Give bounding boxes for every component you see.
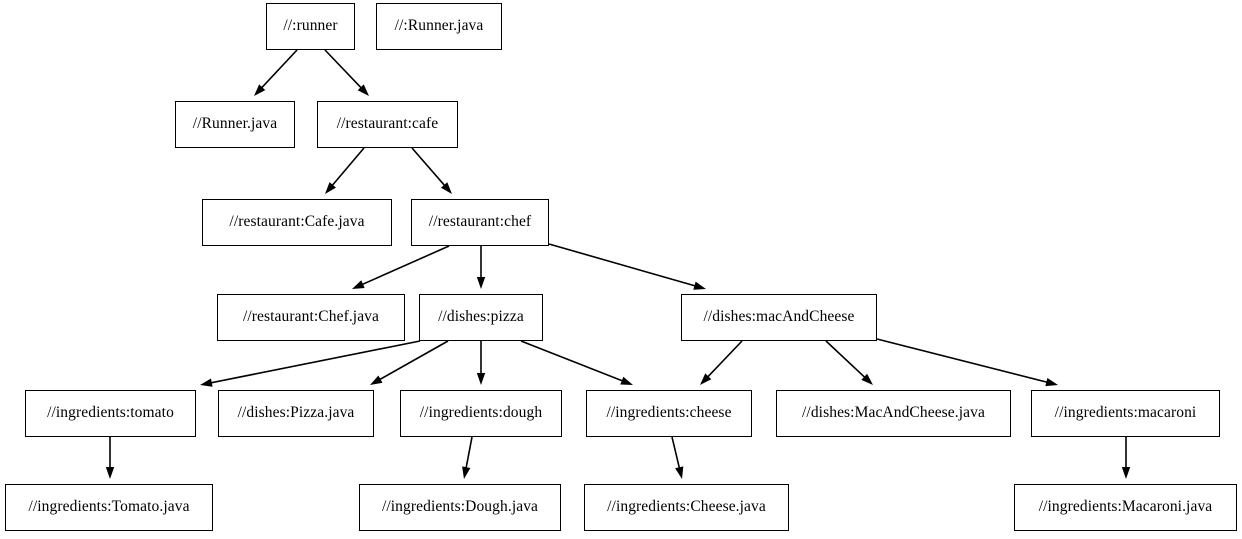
edge-arrowhead-dishes_pizza-to-ingredients_tomato [200, 378, 213, 387]
graph-node-label-restaurant_chefjava: //restaurant:Chef.java [242, 308, 380, 326]
edge-arrowhead-ingredients_macaroni-to-ingredients_macaronijava [1121, 467, 1131, 479]
edge-arrowhead-ingredients_tomato-to-ingredients_tomatojava [105, 467, 115, 479]
graph-node-ingredients_dough[interactable]: //ingredients:dough [400, 390, 562, 437]
edge-line-restaurant_cafe-to-restaurant_chef [411, 147, 447, 187]
graph-node-ingredients_cheese[interactable]: //ingredients:cheese [586, 390, 752, 437]
graph-node-label-ingredients_doughjava: //ingredients:Dough.java [381, 498, 539, 516]
edge-arrowhead-dishes_pizza-to-ingredients_cheese [620, 376, 633, 385]
graph-node-label-ingredients_cheese: //ingredients:cheese [606, 404, 732, 422]
edge-arrowhead-runner-to-runner_java [254, 84, 266, 96]
graph-node-label-runner_java: //Runner.java [192, 115, 278, 133]
graph-node-label-dishes_macjava: //dishes:MacAndCheese.java [802, 404, 985, 422]
graph-node-dishes_pizza[interactable]: //dishes:pizza [419, 294, 543, 341]
graph-node-ingredients_tomato[interactable]: //ingredients:tomato [25, 390, 196, 437]
edge-line-restaurant_chef-to-restaurant_chefjava [360, 245, 450, 286]
edge-line-dishes_macandcheese-to-ingredients_cheese [706, 340, 743, 379]
graph-node-label-ingredients_macaronijava: //ingredients:Macaroni.java [1038, 498, 1213, 516]
graph-node-runner_java[interactable]: //Runner.java [175, 101, 295, 148]
graph-node-runner[interactable]: //:runner [266, 3, 355, 50]
graph-node-label-ingredients_tomatojava: //ingredients:Tomato.java [28, 498, 190, 516]
edge-line-restaurant_chef-to-dishes_macandcheese [548, 243, 697, 288]
graph-node-label-restaurant_cafe: //restaurant:cafe [336, 115, 439, 133]
edge-line-restaurant_cafe-to-restaurant_cafejava [330, 147, 365, 187]
graph-node-ingredients_cheesejava[interactable]: //ingredients:Cheese.java [584, 484, 789, 531]
edge-arrowhead-ingredients_dough-to-ingredients_doughjava [462, 466, 471, 479]
edge-line-dishes_pizza-to-ingredients_tomato [209, 340, 421, 384]
graph-node-label-ingredients_cheesejava: //ingredients:Cheese.java [607, 498, 766, 516]
graph-node-ingredients_macaroni[interactable]: //ingredients:macaroni [1031, 390, 1220, 437]
edge-line-runner-to-runner_java [260, 49, 298, 90]
graph-node-restaurant_chefjava[interactable]: //restaurant:Chef.java [217, 294, 405, 341]
edge-arrowhead-dishes_pizza-to-ingredients_dough [476, 373, 486, 385]
graph-node-ingredients_macaronijava[interactable]: //ingredients:Macaroni.java [1014, 484, 1237, 531]
graph-node-label-ingredients_macaroni: //ingredients:macaroni [1054, 404, 1197, 422]
graph-node-restaurant_cafe[interactable]: //restaurant:cafe [317, 101, 458, 148]
edge-arrowhead-restaurant_cafe-to-restaurant_chef [440, 182, 452, 194]
edge-arrowhead-dishes_pizza-to-dishes_pizzajava [370, 375, 383, 385]
edge-line-runner-to-restaurant_cafe [324, 49, 363, 90]
edge-line-dishes_pizza-to-ingredients_cheese [520, 340, 624, 383]
graph-node-dishes_macjava[interactable]: //dishes:MacAndCheese.java [776, 390, 1011, 437]
edge-line-ingredients_dough-to-ingredients_doughjava [465, 436, 473, 470]
edge-arrowhead-dishes_macandcheese-to-ingredients_cheese [700, 373, 712, 385]
edge-arrowhead-restaurant_chef-to-restaurant_chefjava [352, 280, 365, 289]
edge-line-ingredients_cheese-to-ingredients_cheesejava [671, 436, 681, 470]
graph-node-restaurant_cafejava[interactable]: //restaurant:Cafe.java [202, 199, 392, 246]
graph-node-label-ingredients_tomato: //ingredients:tomato [47, 404, 174, 422]
graph-node-runner_java_root[interactable]: //:Runner.java [376, 3, 502, 50]
graph-node-restaurant_chef[interactable]: //restaurant:chef [411, 199, 549, 246]
graph-node-label-restaurant_cafejava: //restaurant:Cafe.java [229, 213, 365, 231]
edge-arrowhead-dishes_macandcheese-to-dishes_macjava [861, 373, 873, 385]
edge-arrowhead-restaurant_chef-to-dishes_pizza [476, 277, 486, 289]
graph-node-ingredients_doughjava[interactable]: //ingredients:Dough.java [359, 484, 561, 531]
graph-node-label-runner: //:runner [283, 17, 338, 35]
edge-arrowhead-ingredients_cheese-to-ingredients_cheesejava [675, 466, 684, 479]
edge-line-dishes_pizza-to-dishes_pizzajava [378, 340, 449, 381]
graph-node-label-ingredients_dough: //ingredients:dough [419, 404, 543, 422]
edge-line-dishes_macandcheese-to-dishes_macjava [825, 340, 867, 379]
edge-arrowhead-runner-to-restaurant_cafe [357, 84, 369, 96]
graph-node-label-dishes_pizzajava: //dishes:Pizza.java [237, 404, 355, 422]
edge-arrowhead-restaurant_cafe-to-restaurant_cafejava [325, 182, 336, 194]
graph-node-label-runner_java_root: //:Runner.java [394, 17, 484, 35]
edge-line-dishes_macandcheese-to-ingredients_macaroni [876, 338, 1049, 384]
graph-node-ingredients_tomatojava[interactable]: //ingredients:Tomato.java [5, 484, 213, 531]
graph-node-label-dishes_pizza: //dishes:pizza [438, 308, 524, 326]
graph-node-dishes_macandcheese[interactable]: //dishes:macAndCheese [681, 294, 877, 341]
edge-arrowhead-dishes_macandcheese-to-ingredients_macaroni [1045, 377, 1058, 387]
graph-node-label-dishes_macandcheese: //dishes:macAndCheese [703, 308, 855, 326]
graph-node-dishes_pizzajava[interactable]: //dishes:Pizza.java [218, 390, 374, 437]
graph-node-label-restaurant_chef: //restaurant:chef [428, 213, 532, 231]
edge-arrowhead-restaurant_chef-to-dishes_macandcheese [693, 281, 706, 290]
